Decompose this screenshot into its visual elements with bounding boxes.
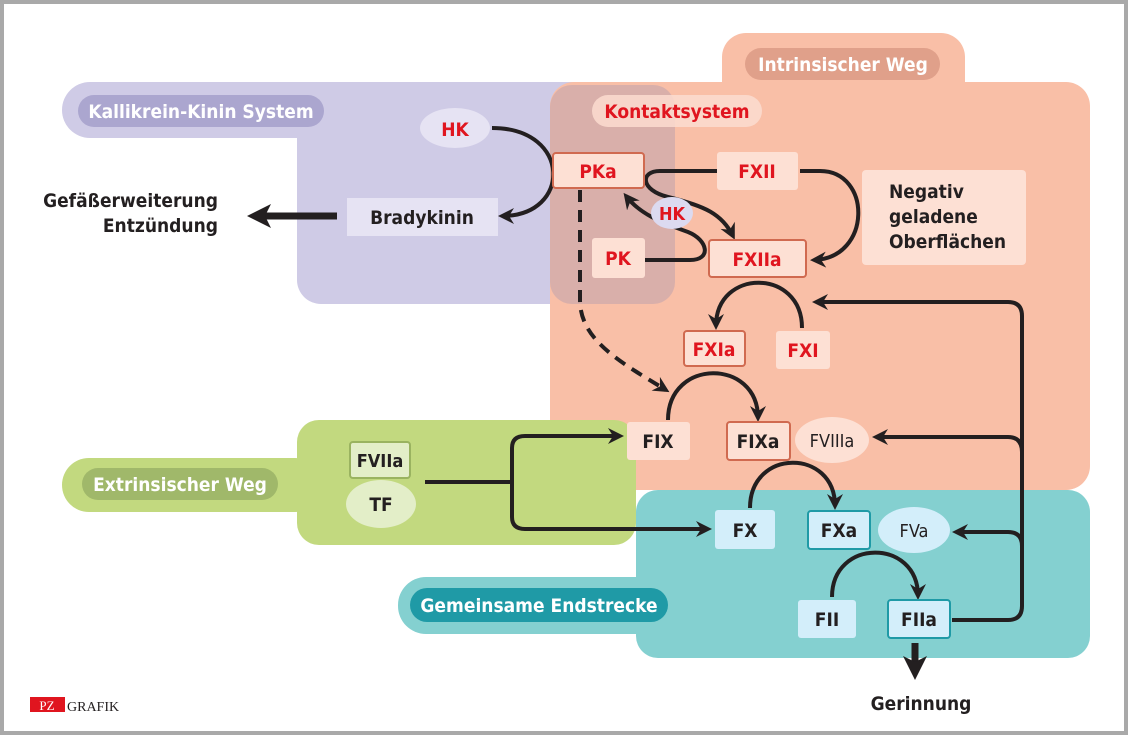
node-fix: FIX <box>627 422 690 460</box>
node-fixa: FIXa <box>726 421 791 461</box>
arrow-fiia-feedback-fva <box>952 524 1024 547</box>
svg-text:FII: FII <box>815 609 839 631</box>
contact-label-pill <box>592 95 762 127</box>
svg-text:HK: HK <box>659 204 687 225</box>
svg-text:PK: PK <box>605 248 632 270</box>
svg-text:Oberflächen: Oberflächen <box>889 231 1006 253</box>
arrow-fiia-feedback-fviiia <box>872 429 1024 453</box>
node-pk: PK <box>592 238 645 278</box>
outcome-coagulation: Gerinnung <box>871 693 972 715</box>
node-fviia: FVIIa <box>349 441 411 479</box>
arrow-fiia-feedback-fxi <box>812 294 1024 622</box>
svg-text:PKa: PKa <box>579 161 616 183</box>
arrow-fxi-to-fxia <box>708 280 804 330</box>
node-fxii: FXII <box>717 152 798 190</box>
svg-text:FXa: FXa <box>821 520 857 542</box>
region-label-kallikrein: Kallikrein-Kinin System <box>88 101 313 123</box>
node-negative-surfaces: Negativ geladene Oberflächen <box>862 170 1026 265</box>
svg-text:PZ: PZ <box>39 698 54 713</box>
arrows <box>247 126 1024 680</box>
svg-text:TF: TF <box>369 494 392 516</box>
svg-text:FVIIa: FVIIa <box>357 451 404 472</box>
region-label-common: Gemeinsame Endstrecke <box>420 595 657 617</box>
node-fva: FVa <box>878 507 950 553</box>
svg-text:FXII: FXII <box>738 161 776 183</box>
svg-text:FXIIa: FXIIa <box>732 249 781 271</box>
svg-text:FVa: FVa <box>900 521 929 542</box>
arrow-fxii-to-fxiia <box>643 169 735 240</box>
svg-text:FVIIIa: FVIIIa <box>810 431 855 452</box>
svg-text:FIXa: FIXa <box>737 431 780 453</box>
arrow-fii-to-fiia <box>830 550 926 600</box>
node-fxia: FXIa <box>683 330 746 367</box>
outcome-vasodilation: Gefäßerweiterung <box>43 190 218 212</box>
region-label-contact: Kontaktsystem <box>604 101 749 123</box>
svg-text:FIIa: FIIa <box>901 609 937 631</box>
node-fxiia: FXIIa <box>708 239 807 278</box>
svg-text:Bradykinin: Bradykinin <box>370 207 474 229</box>
arrow-fix-to-fixa <box>666 371 766 422</box>
svg-text:GRAFIK: GRAFIK <box>67 700 119 715</box>
node-fx: FX <box>715 510 775 549</box>
svg-text:geladene: geladene <box>889 206 978 228</box>
node-bradykinin: Bradykinin <box>347 198 498 236</box>
svg-text:FXIa: FXIa <box>693 339 736 361</box>
svg-text:FIX: FIX <box>642 431 673 453</box>
outcome-inflammation: Entzündung <box>103 215 218 237</box>
region-label-intrinsic: Intrinsischer Weg <box>758 54 928 76</box>
svg-text:FX: FX <box>733 520 758 542</box>
svg-text:HK: HK <box>441 119 469 141</box>
arrow-extrinsic-to-fix <box>510 428 624 482</box>
svg-text:FXI: FXI <box>787 340 818 362</box>
arrow-extrinsic-to-fx <box>510 482 712 537</box>
arrow-fx-to-fxa <box>748 460 843 510</box>
node-fviiia: FVIIIa <box>795 417 869 463</box>
node-tf: TF <box>346 480 416 528</box>
node-fiia: FIIa <box>887 599 951 639</box>
pz-grafik-logo: PZ GRAFIK <box>30 697 119 715</box>
arrow-pk-to-pka <box>623 192 707 262</box>
arrow-surfaces-activation <box>800 169 861 268</box>
node-hk-small: HK <box>651 197 693 229</box>
node-fxi: FXI <box>776 331 830 369</box>
region-label-extrinsic: Extrinsischer Weg <box>93 474 267 496</box>
svg-text:Negativ: Negativ <box>889 181 964 203</box>
node-fxa: FXa <box>807 510 871 550</box>
arrow-pka-to-fix-dashed <box>578 190 670 393</box>
node-fii: FII <box>798 600 856 638</box>
node-hk-top: HK <box>420 108 490 148</box>
node-pka: PKa <box>552 152 645 189</box>
